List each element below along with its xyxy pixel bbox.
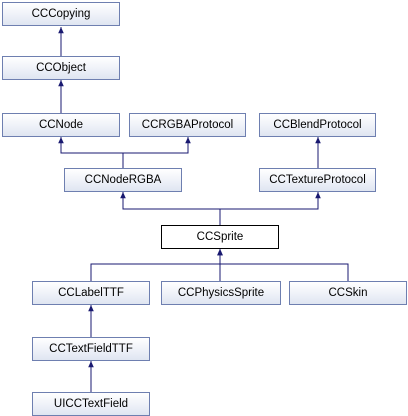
node-ccskin[interactable]: CCSkin bbox=[289, 281, 407, 305]
node-ccnode[interactable]: CCNode bbox=[2, 113, 120, 137]
node-uicctextfield[interactable]: UICCTextField bbox=[32, 392, 150, 416]
node-ccsprite: CCSprite bbox=[161, 225, 279, 249]
edge-cclabelttf-ccsprite bbox=[90, 249, 223, 281]
edge-ccskin-ccsprite bbox=[217, 249, 349, 281]
node-ccphysicssprite[interactable]: CCPhysicsSprite bbox=[161, 281, 281, 305]
node-ccrgbaprotocol[interactable]: CCRGBAProtocol bbox=[129, 113, 246, 137]
node-ccnodergba[interactable]: CCNodeRGBA bbox=[64, 168, 182, 192]
node-ccobject[interactable]: CCObject bbox=[2, 56, 120, 80]
node-ccblendprotocol[interactable]: CCBlendProtocol bbox=[259, 113, 376, 137]
edge-ccnodergba-ccnode bbox=[58, 137, 124, 168]
edge-ccsprite-cctextureprotocol bbox=[219, 192, 321, 225]
edge-ccsprite-ccnodergba bbox=[120, 192, 221, 225]
node-cctextfieldttf[interactable]: CCTextFieldTTF bbox=[32, 337, 150, 361]
edge-ccnodergba-ccrgbaprotocol bbox=[122, 137, 191, 168]
node-cccopying[interactable]: CCCopying bbox=[2, 2, 120, 26]
node-cctextureprotocol[interactable]: CCTextureProtocol bbox=[259, 168, 376, 192]
node-cclabelttf[interactable]: CCLabelTTF bbox=[32, 281, 150, 305]
